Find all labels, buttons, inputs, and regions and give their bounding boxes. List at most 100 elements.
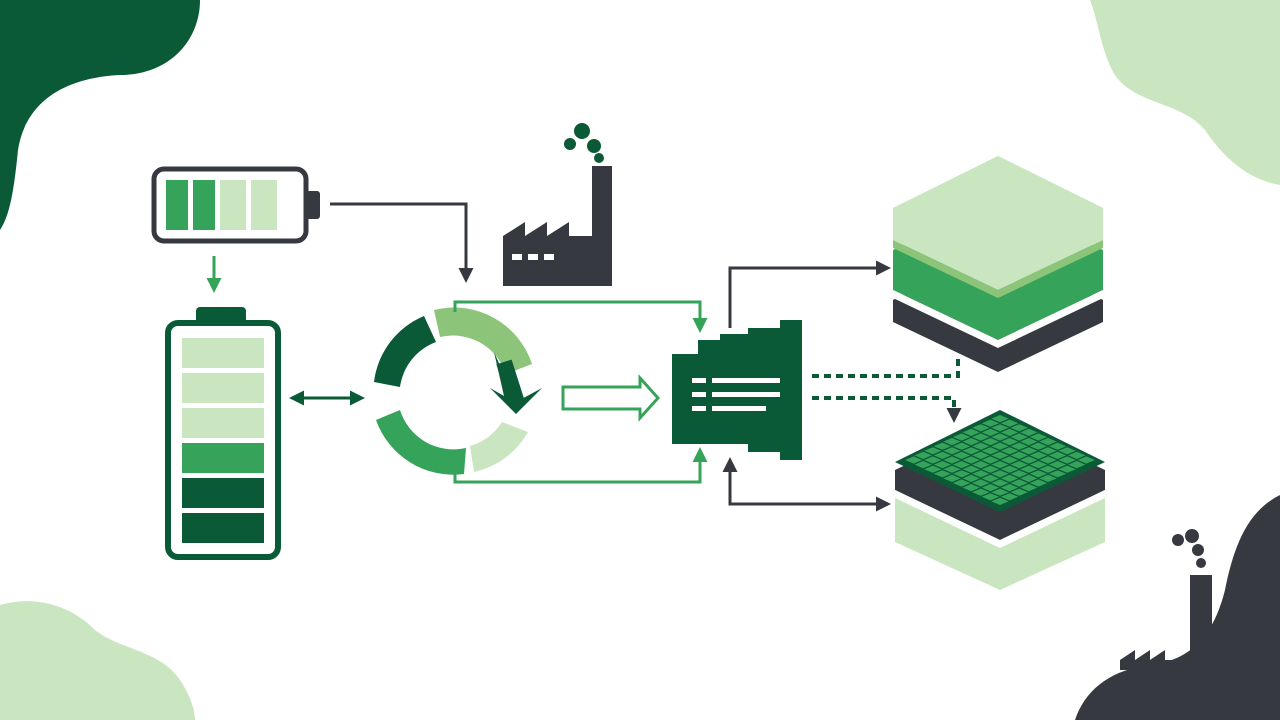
grid-cell xyxy=(981,447,999,455)
grid-cell xyxy=(943,438,961,446)
grid-cell xyxy=(962,447,980,455)
grid-cell xyxy=(1029,451,1047,459)
grid-cell xyxy=(981,419,999,427)
grid-panel-icon xyxy=(895,410,1105,590)
grid-cell xyxy=(1001,456,1019,464)
grid-cell xyxy=(1010,461,1028,469)
grid-cell xyxy=(1039,447,1057,455)
grid-cell xyxy=(991,442,1009,450)
corner-blob-bottom-right xyxy=(1075,495,1280,720)
grid-cell xyxy=(981,484,999,492)
arrow-recycle-bottom-loop xyxy=(453,447,708,484)
grid-cell xyxy=(1039,474,1057,482)
grid-cell xyxy=(991,461,1009,469)
grid-cell xyxy=(991,415,1009,423)
grid-cell xyxy=(972,424,990,432)
battery-large-segment xyxy=(182,408,264,438)
grid-cell xyxy=(1058,456,1076,464)
arrow-processor-to-grid xyxy=(722,457,891,512)
grid-cell xyxy=(943,447,961,455)
grid-cell xyxy=(981,428,999,436)
grid-cell xyxy=(981,438,999,446)
battery-small-segment xyxy=(251,180,277,230)
battery-small-segment xyxy=(166,180,188,230)
grid-cell xyxy=(991,497,1009,505)
battery-large-segment xyxy=(182,443,264,473)
grid-cell xyxy=(1068,451,1086,459)
grid-cell xyxy=(953,442,971,450)
grid-cell xyxy=(933,470,951,478)
grid-cell xyxy=(991,433,1009,441)
battery-horizontal-icon xyxy=(151,166,320,244)
corner-blob-top-left xyxy=(0,0,200,230)
grid-cell xyxy=(1029,433,1047,441)
grid-cell xyxy=(943,456,961,464)
grid-cell xyxy=(991,488,1009,496)
battery-large-segment xyxy=(182,338,264,368)
grid-cell xyxy=(1020,428,1038,436)
grid-cell xyxy=(1039,456,1057,464)
layer-stack-icon xyxy=(893,156,1103,372)
factory-silhouette-icon xyxy=(1120,529,1212,670)
battery-large-segment xyxy=(182,478,264,508)
grid-cell xyxy=(933,442,951,450)
arrow-processor-to-layers xyxy=(728,260,891,328)
grid-cell xyxy=(1039,438,1057,446)
grid-cell xyxy=(972,442,990,450)
arrow-battery-to-recycle xyxy=(330,202,474,283)
grid-cell xyxy=(953,433,971,441)
grid-cell xyxy=(1068,461,1086,469)
grid-cell xyxy=(972,470,990,478)
grid-cell xyxy=(972,451,990,459)
grid-cell xyxy=(962,484,980,492)
grid-cell xyxy=(1001,484,1019,492)
grid-cell xyxy=(981,474,999,482)
grid-cell xyxy=(1020,484,1038,492)
grid-cell xyxy=(1010,470,1028,478)
grid-cell xyxy=(1058,465,1076,473)
grid-cell xyxy=(1001,447,1019,455)
grid-cell xyxy=(1049,470,1067,478)
grid-cell xyxy=(1049,461,1067,469)
corner-blob-bottom-left xyxy=(0,601,195,720)
dotted-link-upper xyxy=(812,358,960,378)
grid-cell xyxy=(1010,433,1028,441)
grid-cell xyxy=(972,461,990,469)
battery-vertical-icon xyxy=(165,307,281,560)
grid-cell xyxy=(1010,479,1028,487)
grid-cell xyxy=(943,465,961,473)
grid-cell xyxy=(924,465,942,473)
grid-cell xyxy=(1029,479,1047,487)
grid-cell xyxy=(1058,447,1076,455)
grid-cell xyxy=(953,479,971,487)
grid-cell xyxy=(1029,461,1047,469)
grid-cell xyxy=(1049,451,1067,459)
battery-large-segment xyxy=(182,373,264,403)
recycle-icon xyxy=(374,307,542,475)
arrow-recycle-to-processor xyxy=(561,374,661,422)
grid-cell xyxy=(933,461,951,469)
grid-cell xyxy=(981,456,999,464)
grid-cell xyxy=(1010,442,1028,450)
grid-cell xyxy=(1020,447,1038,455)
grid-cell xyxy=(1020,465,1038,473)
grid-cell xyxy=(1001,465,1019,473)
battery-large-segment xyxy=(182,513,264,543)
battery-small-segment xyxy=(220,180,246,230)
grid-cell xyxy=(1001,474,1019,482)
dotted-link-lower xyxy=(812,396,956,420)
factory-icon xyxy=(503,123,612,286)
grid-cell xyxy=(991,470,1009,478)
grid-cell xyxy=(991,451,1009,459)
grid-cell xyxy=(914,461,932,469)
grid-cell xyxy=(981,465,999,473)
grid-cell xyxy=(962,465,980,473)
grid-cell xyxy=(962,428,980,436)
grid-cell xyxy=(924,447,942,455)
battery-small-segment xyxy=(193,180,215,230)
grid-cell xyxy=(1049,442,1067,450)
grid-cell xyxy=(905,456,923,464)
grid-cell xyxy=(1001,419,1019,427)
grid-cell xyxy=(1010,488,1028,496)
